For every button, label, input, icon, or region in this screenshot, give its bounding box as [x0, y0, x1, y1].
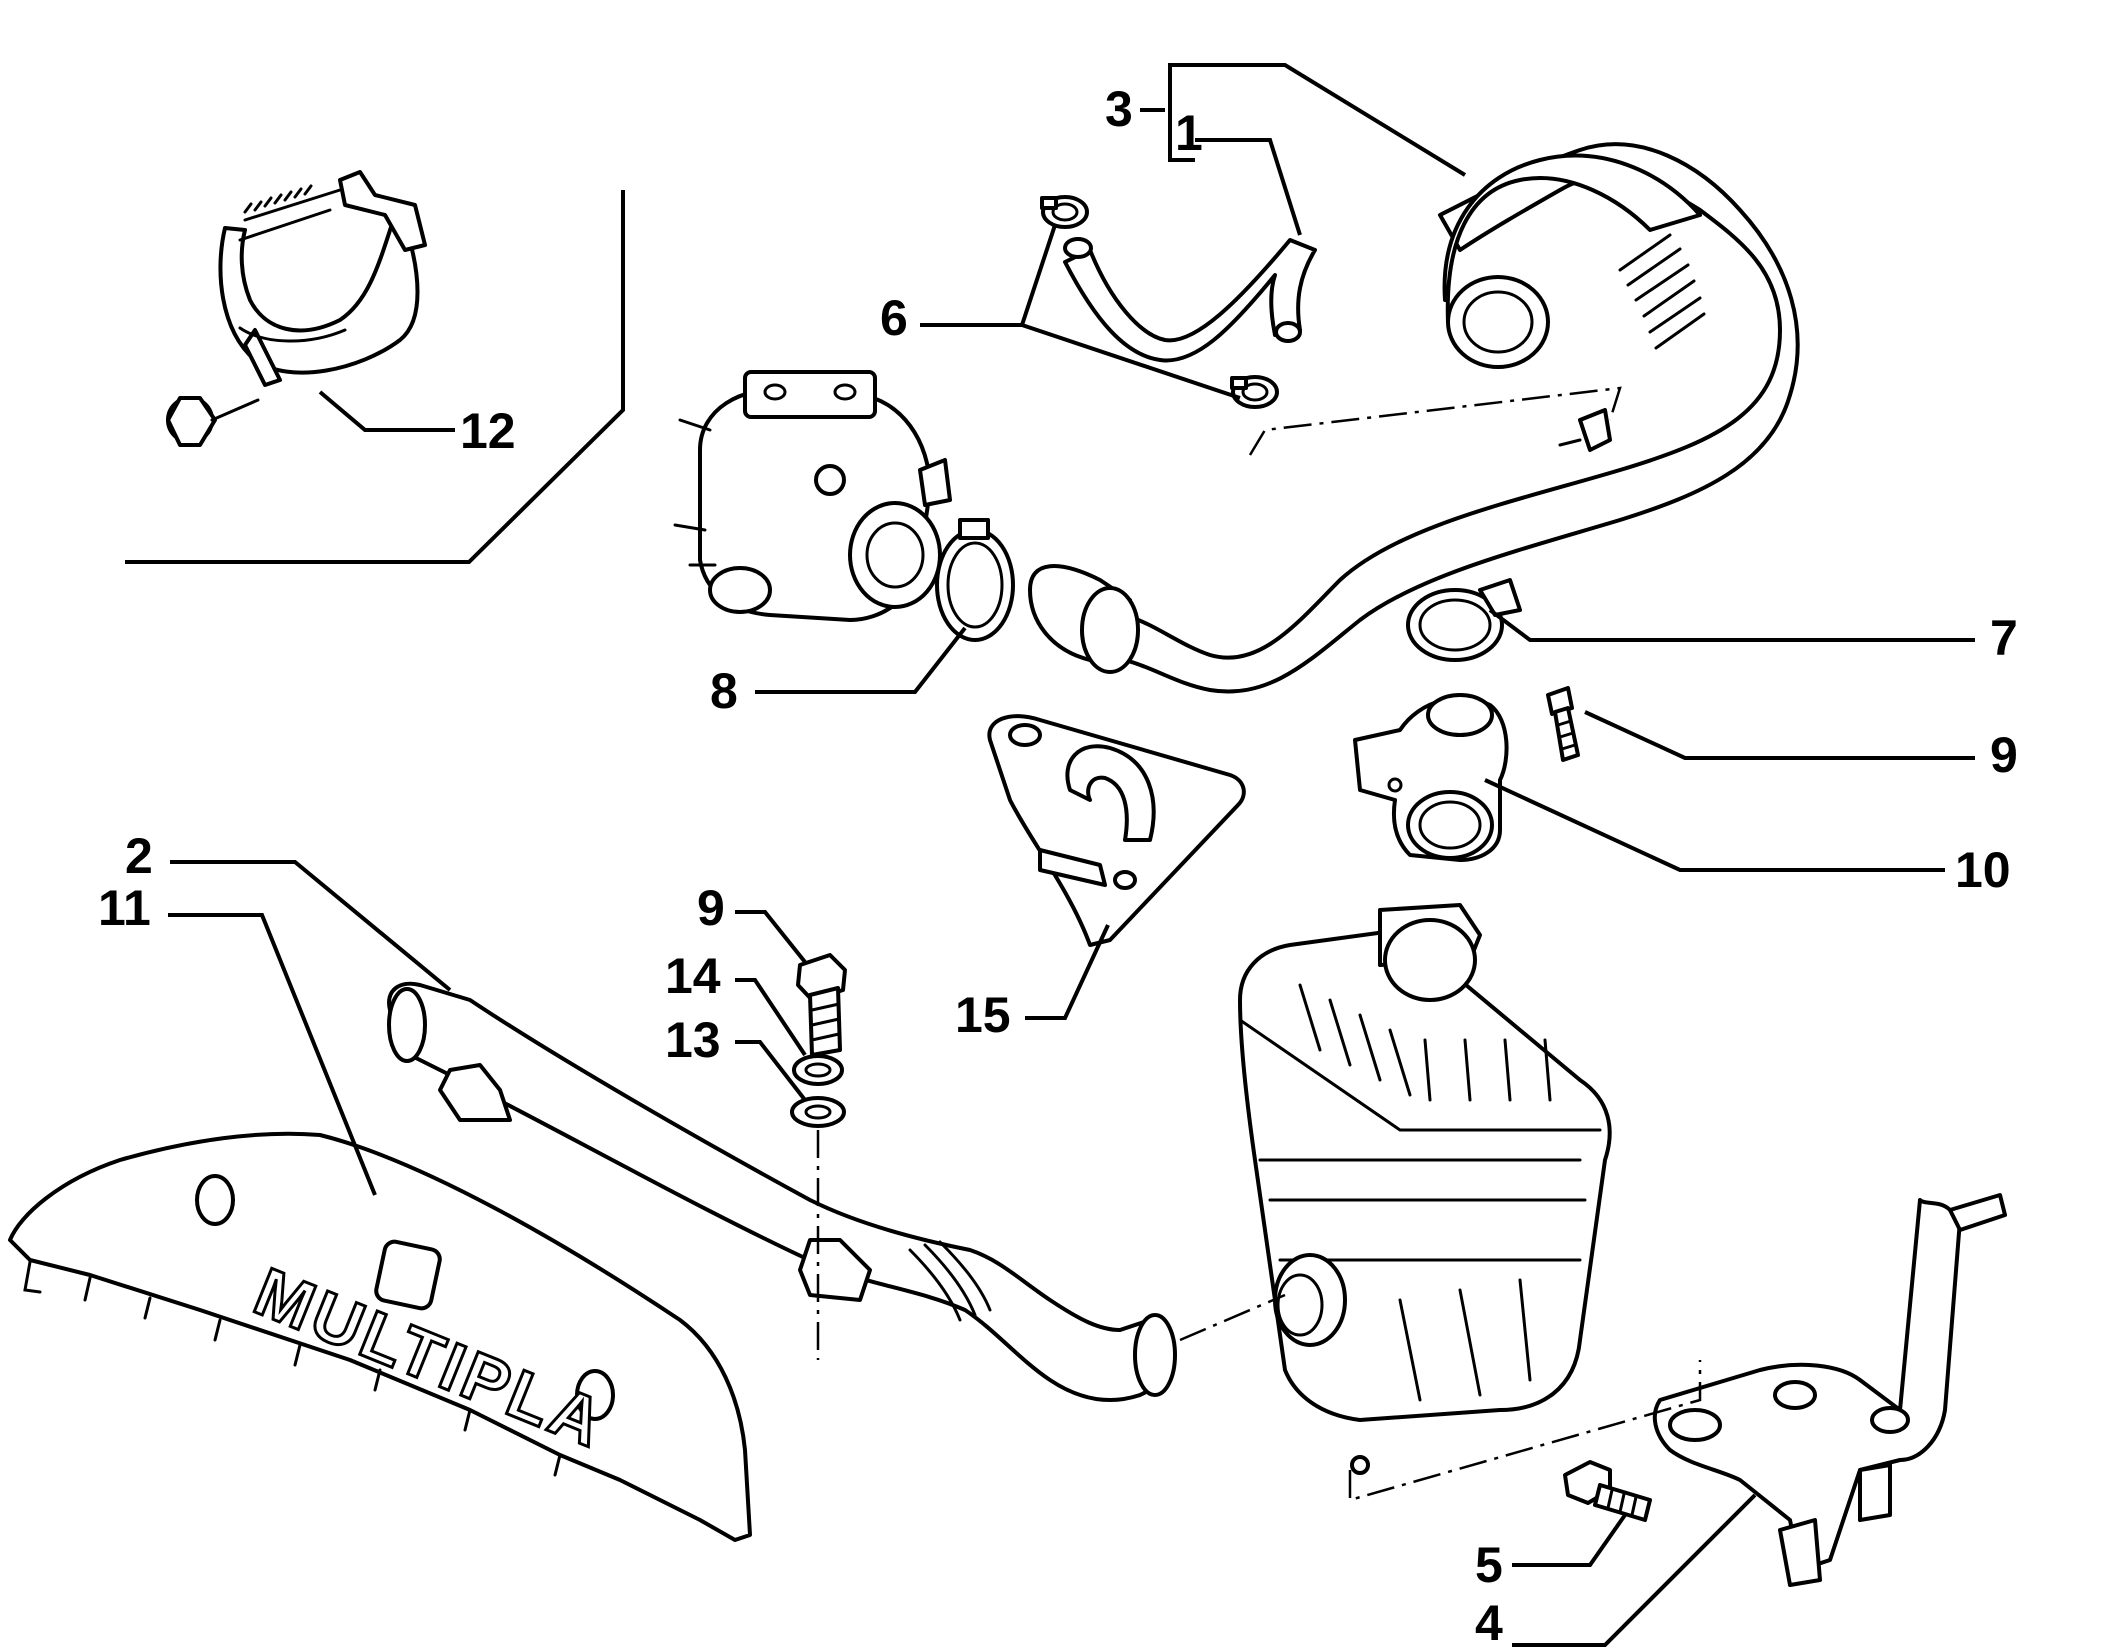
part-12-clamp-bracket [166, 170, 427, 447]
callout-14: 14 [665, 948, 721, 1004]
air-filter-box [1238, 903, 1612, 1475]
part-6-hose-clamps [1040, 195, 1279, 409]
callout-2: 2 [125, 828, 153, 884]
part-3-coolant-hose [1028, 142, 1800, 694]
part-9-bolt-lower [796, 953, 847, 1057]
callout-9-lower: 9 [697, 880, 725, 936]
part-9-bolt-upper [1546, 686, 1580, 762]
callout-11: 11 [98, 880, 151, 936]
callout-5: 5 [1475, 1537, 1503, 1593]
part-1-vacuum-hose [1063, 237, 1317, 363]
part-11-engine-cover: MULTIPLA [8, 1131, 752, 1542]
part-2-intake-tube [387, 981, 1177, 1402]
callout-6: 6 [880, 290, 908, 346]
callout-9-upper: 9 [1990, 727, 2018, 783]
callout-labels: 3 1 6 12 7 8 9 10 2 11 9 14 13 15 5 4 [98, 81, 2018, 1651]
part-15-bracket [987, 714, 1246, 947]
callout-1: 1 [1175, 105, 1203, 161]
callout-4: 4 [1475, 1595, 1503, 1651]
thermostat-housing [673, 370, 952, 622]
part-13-flat-washer [790, 1096, 846, 1128]
part-14-spring-washer [792, 1054, 844, 1086]
callout-8: 8 [710, 663, 738, 719]
part-4-mounting-bracket [1652, 1193, 2007, 1587]
callout-7: 7 [1990, 610, 2018, 666]
callout-15: 15 [955, 987, 1011, 1043]
leader-lines [168, 63, 1975, 1647]
part-8-hose-clamp [935, 518, 1015, 642]
inset-divider [125, 190, 625, 564]
assembly-axis-lines [816, 386, 1702, 1502]
callout-13: 13 [665, 1012, 721, 1068]
part-5-bolt [1563, 1460, 1652, 1522]
part-10-intake-elbow [1353, 693, 1509, 862]
callout-10: 10 [1955, 842, 2011, 898]
callout-12: 12 [460, 403, 516, 459]
callout-3: 3 [1105, 81, 1133, 137]
part-7-hose-clamp [1406, 578, 1522, 662]
